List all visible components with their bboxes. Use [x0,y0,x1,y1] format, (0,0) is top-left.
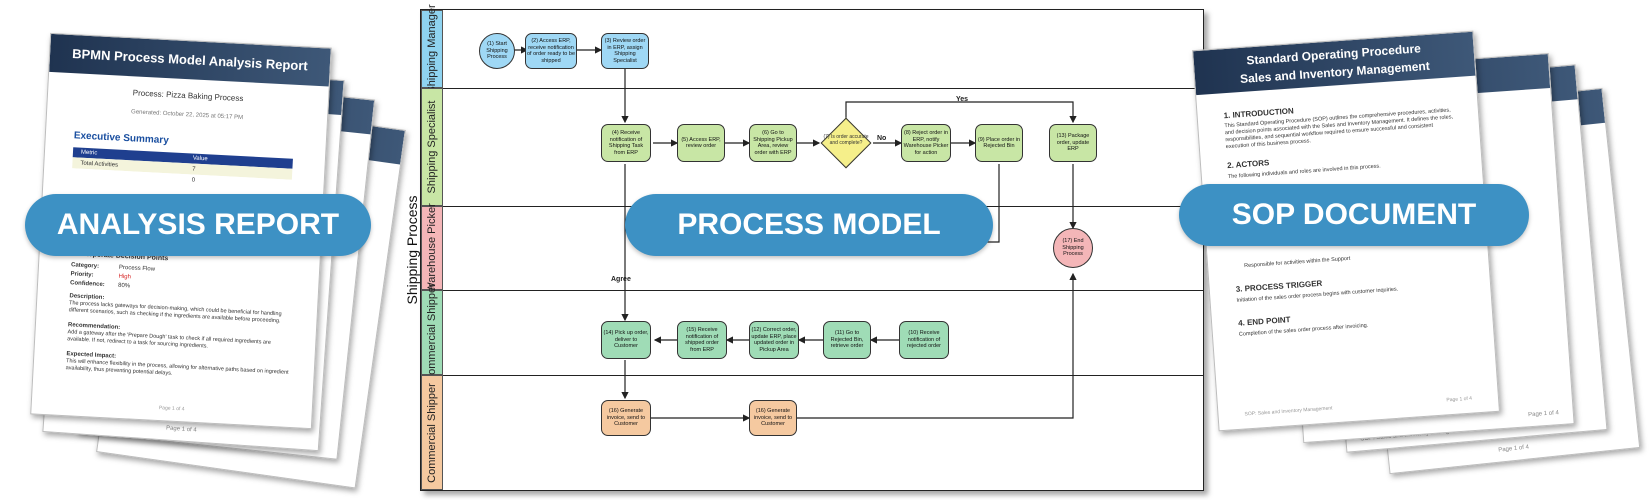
task-review-order[interactable]: (3) Review order in ERP, assign Shipping… [601,33,649,69]
task-reject-order[interactable]: (8) Reject order in ERP, notify Warehous… [901,124,951,162]
no-label: No [877,135,887,142]
executive-summary-heading: Executive Summary [73,130,170,147]
confidence-label: Confidence: [69,280,105,289]
task-access-erp[interactable]: (2) Access ERP, receive notification of … [525,33,577,69]
impact-text: This will enhance flexibility in the pro… [65,358,289,377]
task-pick-up-order[interactable]: (14) Pick up order, deliver to Customer [601,321,651,359]
sop-title: Standard Operating Procedure Sales and I… [1193,31,1476,96]
task-receive-shipped[interactable]: (15) Receive notification of shipped ord… [677,321,727,359]
report-process: Process: Pizza Baking Process [132,88,244,104]
sop-document-stack: Page 1 of 4 SOP: Sales and Inventory Man… [1179,0,1650,500]
task-generate-invoice-2[interactable]: (16) Generate invoice, send to Customer [749,400,797,436]
process-model-diagram: Shipping Process Shipping Manager Shippi… [404,4,1204,491]
support-text: Responsible for activities within the Su… [1243,255,1351,270]
pool-label: Shipping Process [404,195,420,305]
task-review-erp[interactable]: (5) Access ERP, review order [677,124,725,162]
confidence-value: 80% [117,282,131,290]
start-event[interactable]: (1) Start Shipping Process [479,33,515,69]
task-generate-invoice-1[interactable]: (16) Generate invoice, send to Customer [601,400,651,436]
sop-page-number-1: Page 1 of 4 [1446,395,1473,404]
task-receive-notification[interactable]: (4) Receive notification of Shipping Tas… [601,124,651,162]
yes-label: Yes [956,96,969,103]
report-title: BPMN Process Model Analysis Report [49,33,331,87]
lane-commercial-shipper: Commercial Shipper [421,283,443,382]
task-go-to-pickup[interactable]: (6) Go to Shipping Pickup Area, review o… [749,124,797,162]
report-generated: Generated: October 22, 2025 at 05:17 PM [130,109,244,122]
row1-value: 7 [192,166,196,173]
task-go-to-rejected-bin[interactable]: (11) Go to Rejected Bin, retrieve order [823,321,871,359]
task-receive-rejected[interactable]: (10) Receive notification of rejected or… [899,321,949,359]
sop-document-badge[interactable]: SOP DOCUMENT [1179,184,1529,246]
task-place-rejected-bin[interactable]: (9) Place order in Rejected Bin [975,124,1023,162]
lane-commercial-shipper-2: Commercial Shipper [421,375,443,490]
sop-footer-1: SOP: Sales and Inventory Management [1244,405,1333,418]
lane-warehouse-picker: Warehouse Picker [421,203,443,293]
actors-heading: 2. ACTORS [1226,158,1270,171]
agree-label: Agree [611,276,631,283]
process-model-badge[interactable]: PROCESS MODEL [625,194,993,256]
row2-value: 0 [191,177,196,184]
end-heading: 4. END POINT [1237,315,1291,328]
task-package-order[interactable]: (13) Package order, update ERP [1049,124,1097,162]
analysis-report-stack: SOP: Sales and Inventory Management Page… [0,0,410,500]
end-event[interactable]: (17) End Shipping Process [1053,228,1093,268]
gateway-order-accurate[interactable]: (7) Is order accurate and complete? [820,117,872,169]
lane-shipping-manager: Shipping Manager [421,4,443,94]
task-correct-order[interactable]: (12) Correct order, update ERP, place up… [749,321,799,359]
lane-shipping-specialist: Shipping Specialist [421,88,443,206]
analysis-report-badge[interactable]: ANALYSIS REPORT [25,194,371,256]
